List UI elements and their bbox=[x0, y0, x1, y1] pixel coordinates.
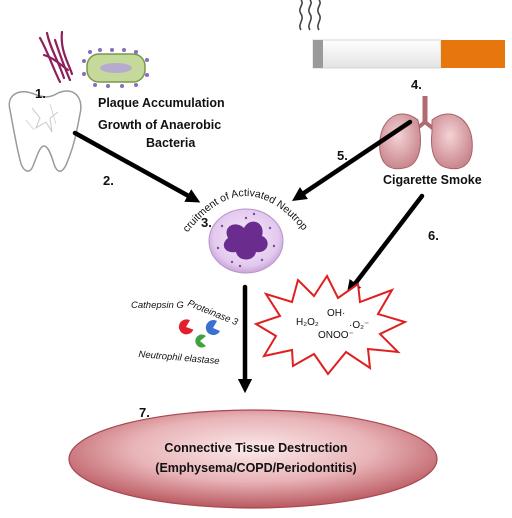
oxidant-o2: ·O₂⁻ bbox=[349, 320, 369, 331]
oxidant-starburst bbox=[253, 273, 408, 376]
bacteria-rods-icon bbox=[38, 30, 74, 84]
oxidant-oh: OH· bbox=[327, 308, 345, 319]
bacterium-icon bbox=[82, 48, 149, 88]
oxidant-onoo: ONOO⁻ bbox=[318, 330, 354, 341]
smoke-wisps-icon bbox=[299, 0, 321, 31]
lungs-icon bbox=[379, 96, 473, 170]
growth-label-line1: Growth of Anaerobic bbox=[98, 118, 222, 132]
cathepsin-label: Cathepsin G bbox=[131, 300, 184, 311]
arrow-6 bbox=[346, 193, 425, 295]
neutrophil-icon bbox=[208, 208, 284, 274]
step-1: 1. bbox=[35, 86, 46, 101]
cigarette-smoke-label: Cigarette Smoke bbox=[383, 173, 482, 187]
step-4: 4. bbox=[411, 77, 422, 92]
step-6: 6. bbox=[428, 228, 439, 243]
plaque-label: Plaque Accumulation bbox=[98, 96, 225, 110]
step-5: 5. bbox=[337, 148, 348, 163]
step-7: 7. bbox=[139, 405, 150, 420]
destruction-label-line1: Connective Tissue Destruction bbox=[164, 441, 348, 455]
growth-label-line2: Bacteria bbox=[146, 136, 196, 150]
elastase-icon bbox=[195, 334, 206, 348]
step-3: 3. bbox=[201, 215, 212, 230]
tissue-destruction-ellipse bbox=[68, 409, 438, 509]
step-2: 2. bbox=[103, 173, 114, 188]
cathepsin-icon bbox=[178, 319, 194, 335]
oxidant-h2o2: H₂O₂ bbox=[296, 317, 319, 328]
destruction-label-line2: (Emphysema/COPD/Periodontitis) bbox=[155, 461, 357, 475]
cigarette-icon bbox=[312, 39, 505, 69]
arrow-2 bbox=[72, 130, 201, 203]
tooth-icon bbox=[8, 90, 82, 172]
arrows bbox=[72, 119, 425, 394]
proteinase-icon bbox=[205, 320, 220, 336]
arrow-5 bbox=[292, 119, 413, 202]
protease-icons bbox=[178, 319, 220, 348]
